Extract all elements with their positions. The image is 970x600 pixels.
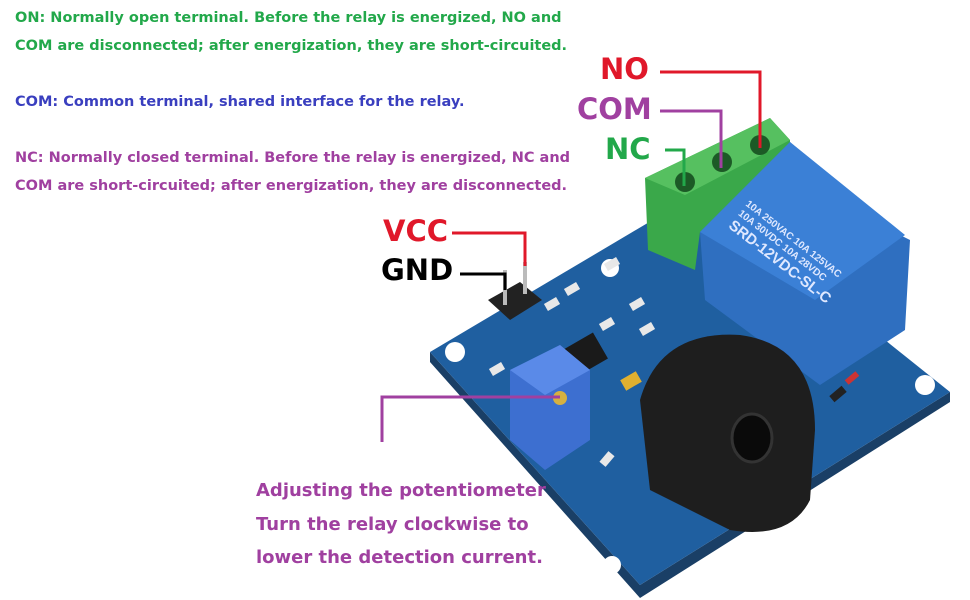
pin-header bbox=[488, 282, 542, 320]
mounting-hole bbox=[603, 556, 621, 574]
gnd-leader-line bbox=[460, 272, 507, 290]
vcc-pin bbox=[523, 262, 527, 294]
pcb-board-edge bbox=[430, 352, 950, 598]
mounting-hole bbox=[445, 342, 465, 362]
com-description: COM: Common terminal, shared interface f… bbox=[15, 94, 465, 110]
relay-top bbox=[700, 142, 905, 300]
nc-label: NC bbox=[605, 132, 651, 166]
potentiometer-note-line2: Turn the relay clockwise to bbox=[256, 514, 529, 535]
potentiometer-top bbox=[510, 345, 590, 395]
vcc-leader-line bbox=[452, 231, 527, 266]
mounting-hole bbox=[915, 375, 935, 395]
current-transformer bbox=[640, 334, 815, 532]
potentiometer-note-line1: Adjusting the potentiometer bbox=[256, 480, 546, 501]
no-leader-line bbox=[660, 70, 762, 148]
no-description-line2: COM are disconnected; after energization… bbox=[15, 38, 568, 54]
no-description-line1: ON: Normally open terminal. Before the r… bbox=[15, 10, 562, 26]
potentiometer-note-line3: lower the detection current. bbox=[256, 547, 543, 568]
current-transformer-hole bbox=[730, 412, 774, 464]
com-leader-line bbox=[660, 109, 723, 168]
gnd-label: GND bbox=[381, 253, 454, 287]
tantalum-capacitor bbox=[620, 371, 642, 391]
nc-description-line2: COM are short-circuited; after energizat… bbox=[15, 178, 568, 194]
potentiometer-leader-line bbox=[380, 395, 560, 442]
nc-leader-line bbox=[665, 148, 686, 186]
nc-description-line1: NC: Normally closed terminal. Before the… bbox=[15, 150, 571, 166]
smd-components bbox=[488, 257, 860, 467]
vcc-label: VCC bbox=[383, 214, 449, 248]
com-label: COM bbox=[577, 92, 652, 126]
no-label: NO bbox=[600, 52, 649, 86]
